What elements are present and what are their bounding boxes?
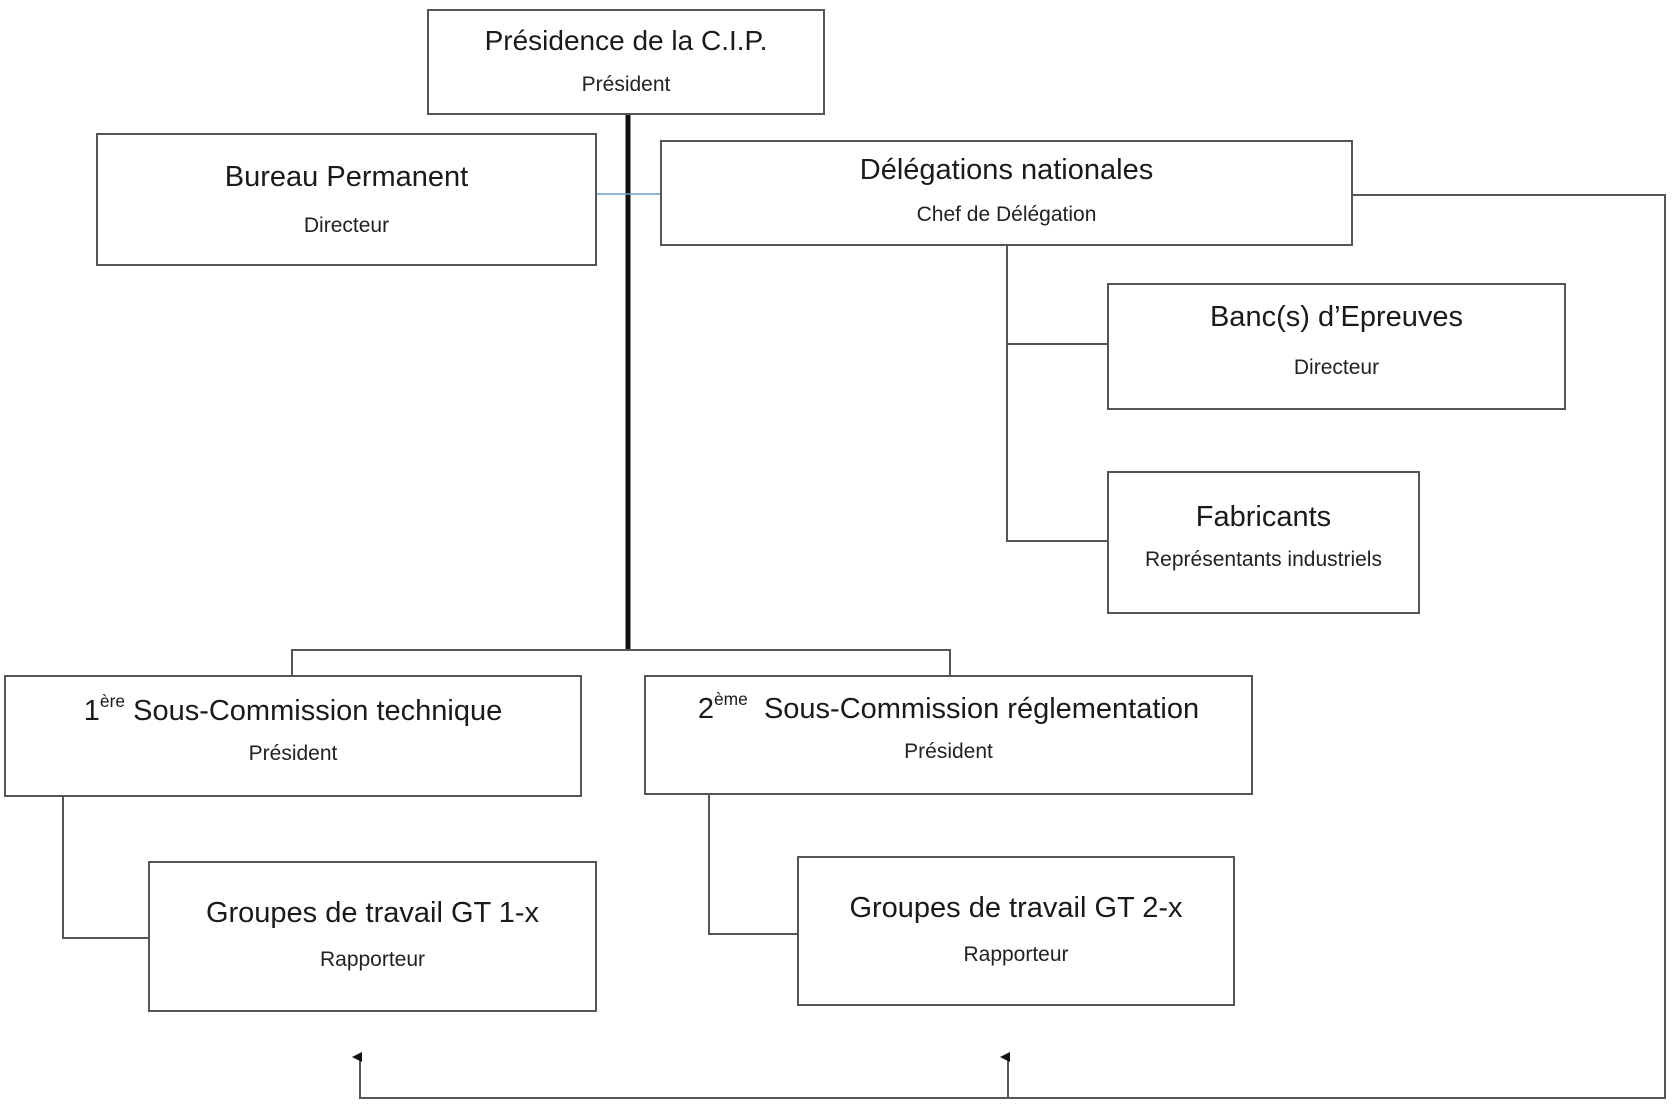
node-title: Groupes de travail GT 1-x [205,897,540,929]
node-presidence: Présidence de la C.I.P. Président [427,9,825,115]
delegations-feedback-loop [352,194,1666,1099]
node-role: Représentants industriels [1145,548,1382,571]
node-groupes-travail-gt1: Groupes de travail GT 1-x Rapporteur [148,861,597,1012]
node-bureau-permanent: Bureau Permanent Directeur [96,133,597,266]
node-role: Président [581,73,671,96]
ordinal-number: 2 [697,693,714,725]
sc1-gt1-connector [62,797,148,939]
node-title: 2ème Sous-Commission réglementation [646,690,1251,726]
node-role: Directeur [303,214,390,237]
sc2-gt2-connector [708,795,797,935]
node-title: Présidence de la C.I.P. [484,25,768,56]
node-bancs-epreuves: Banc(s) d’Epreuves Directeur [1107,283,1566,410]
ordinal-number: 1 [83,695,100,727]
node-title: Bureau Permanent [224,161,469,193]
title-text: Sous-Commission réglementation [747,693,1200,725]
node-sous-commission-technique: 1ère Sous-Commission technique Président [4,675,582,797]
node-role: Président [904,740,993,763]
node-delegations-nationales: Délégations nationales Chef de Délégatio… [660,140,1353,246]
node-title: Banc(s) d’Epreuves [1209,301,1464,333]
node-title: 1ère Sous-Commission technique [6,692,580,728]
node-role: Directeur [1293,356,1380,379]
node-fabricants: Fabricants Représentants industriels [1107,471,1420,614]
node-role: Rapporteur [319,948,426,971]
ordinal-suffix: ère [99,690,126,711]
node-title: Fabricants [1195,501,1332,533]
ordinal-suffix: ème [713,688,748,709]
node-title: Groupes de travail GT 2-x [849,892,1183,924]
subcommission-branch [291,649,951,675]
node-role: Président [248,742,338,765]
node-sous-commission-reglementation: 2ème Sous-Commission réglementation Prés… [644,675,1253,795]
title-text: Sous-Commission technique [125,695,503,727]
node-role: Chef de Délégation [916,203,1097,226]
node-title: Délégations nationales [859,154,1154,186]
node-role: Rapporteur [963,943,1069,966]
node-groupes-travail-gt2: Groupes de travail GT 2-x Rapporteur [797,856,1235,1006]
